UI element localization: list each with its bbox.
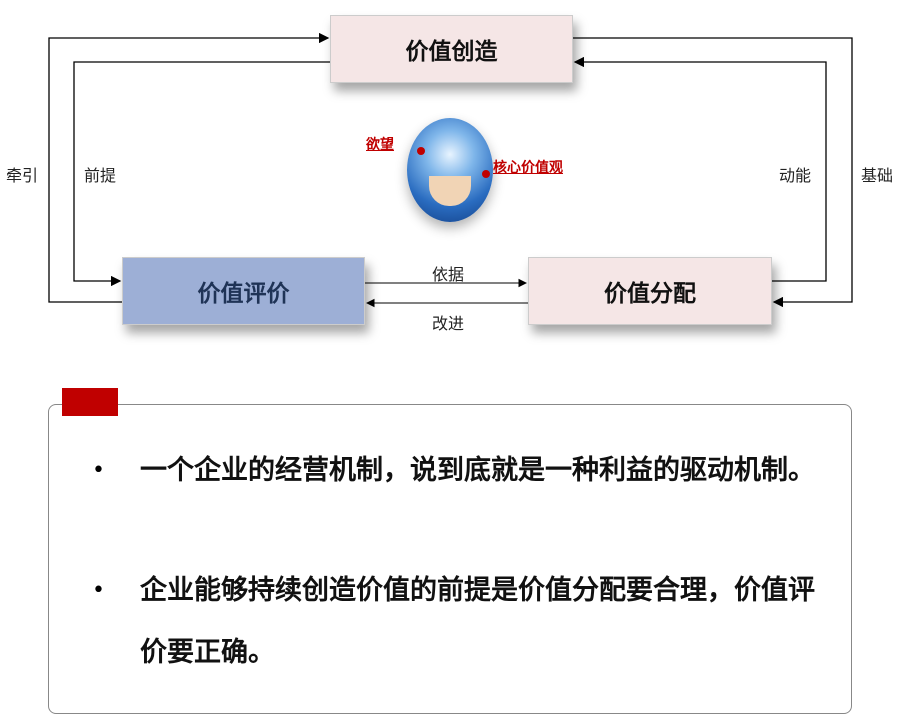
label-core-values: 核心价值观 [493,160,563,176]
bullet-text-1: 一个企业的经营机制，说到底就是一种利益的驱动机制。 [140,455,815,486]
label-foundation: 基础 [861,166,894,185]
value-distribution-label: 价值分配 [604,281,696,307]
label-improve: 改进 [432,314,465,333]
value-distribution-box: 价值分配 [528,257,772,325]
bullet-text-2: 企业能够持续创造价值的前提是价值分配要合理，价值评价要正确。 [140,575,815,668]
value-evaluation-label: 价值评价 [197,281,290,307]
label-premise: 前提 [84,166,117,185]
globe-hands-image [407,118,493,222]
arrow-foundation [573,37,853,308]
panel-red-tab [62,388,118,416]
label-pull: 牵引 [6,166,39,185]
bullet-icon: • [92,458,105,483]
arrow-premise [73,61,330,287]
summary-panel [48,404,852,714]
label-desire: 欲望 [366,137,394,153]
label-momentum: 动能 [779,166,812,185]
arrow-pull [48,32,330,303]
connector-arrows [48,32,853,308]
hands-icon [429,176,471,206]
label-basis: 依据 [432,265,465,284]
arrow-momentum [573,56,827,282]
core-values-dot-icon [482,170,490,178]
bullet-icon: • [92,578,105,603]
value-evaluation-box: 价值评价 [122,257,365,325]
value-creation-box: 价值创造 [330,15,573,83]
desire-dot-icon [417,147,425,155]
value-creation-label: 价值创造 [405,39,498,65]
